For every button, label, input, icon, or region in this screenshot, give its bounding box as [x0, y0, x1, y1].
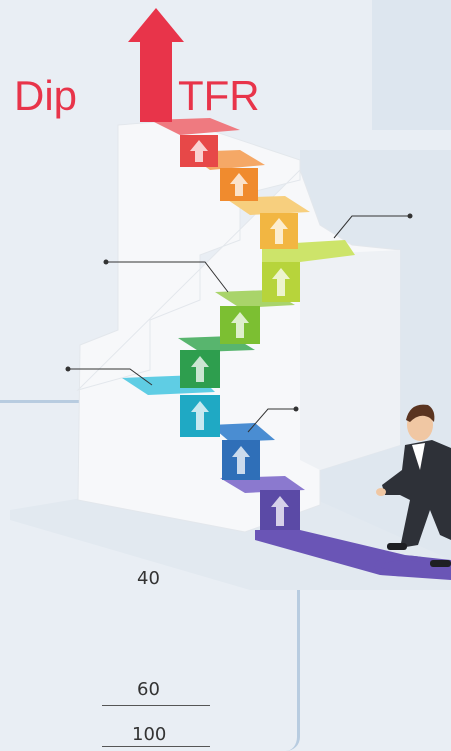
- riser-arrow-4: [191, 356, 209, 382]
- purple-path: [255, 530, 451, 580]
- businessman-shirt: [412, 443, 425, 470]
- businessman-figure: [376, 404, 451, 567]
- tread-2: [210, 423, 275, 442]
- businessman-shoe-left: [387, 543, 407, 550]
- callout-dot-lower: [293, 406, 299, 412]
- callout-line-lower: [247, 408, 296, 433]
- riser-arrow-2: [232, 446, 250, 474]
- callout-dot-left: [65, 366, 71, 372]
- background-panel-top-right: [372, 0, 451, 130]
- businessman-hand: [376, 488, 386, 496]
- businessman-shoe-right: [430, 560, 451, 567]
- riser-arrow-3: [191, 401, 209, 430]
- number-40: 40: [137, 568, 160, 589]
- tread-9: [150, 118, 240, 135]
- callout-line-top-right: [333, 215, 410, 239]
- divider-line-1: [102, 705, 210, 706]
- big-red-arrow: [128, 8, 184, 122]
- title-word-left: Dip: [14, 72, 78, 119]
- riser-arrow-1: [271, 496, 289, 526]
- stair-side-shadow: [300, 250, 400, 470]
- number-60: 60: [137, 679, 160, 700]
- callout-dot-upper-left: [103, 259, 109, 265]
- title-word-right: TFR: [178, 72, 260, 119]
- riser-arrow-6: [272, 268, 290, 296]
- riser-arrow-9: [190, 140, 208, 162]
- riser-arrow-7: [270, 218, 288, 244]
- callout-dot-top-right: [407, 213, 413, 219]
- businessman-body: [382, 440, 451, 548]
- divider-line-2: [102, 746, 210, 747]
- callout-line-upper-left: [106, 261, 229, 293]
- riser-arrow-5: [231, 312, 249, 338]
- tread-1: [220, 476, 305, 493]
- riser-arrow-8: [230, 173, 248, 196]
- callout-line-left: [68, 368, 153, 386]
- businessman-hair: [406, 404, 435, 422]
- number-100: 100: [132, 724, 167, 745]
